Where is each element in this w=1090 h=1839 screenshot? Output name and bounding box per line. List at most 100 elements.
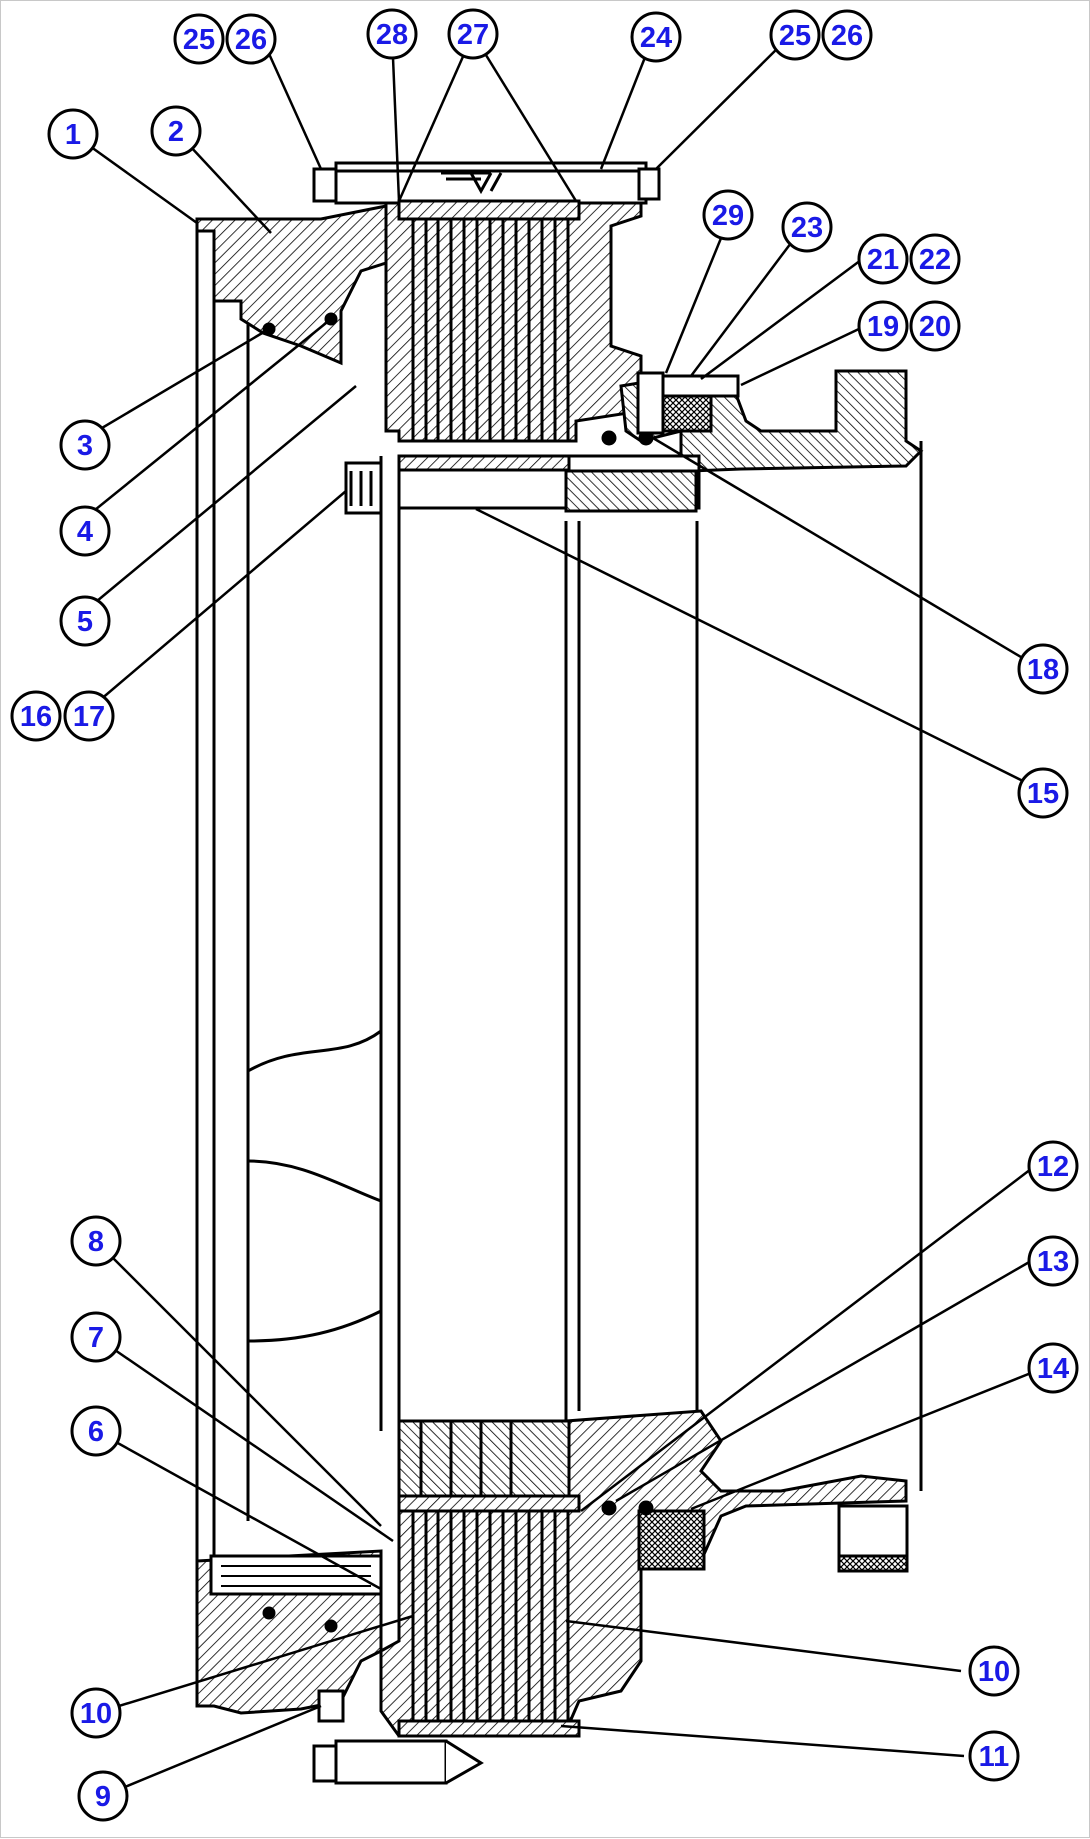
top-left-bolt-head (312, 167, 338, 203)
callout-label: 5 (77, 606, 93, 638)
callout-circle (59, 505, 111, 557)
callout-circle (59, 595, 111, 647)
callout-2: 2 (150, 105, 202, 157)
callout-circle (77, 1770, 129, 1822)
callout-circle (909, 233, 961, 285)
inner-profile-curve (247, 1029, 382, 1343)
callout-label: 2 (168, 116, 184, 148)
callout-4: 4 (59, 505, 111, 557)
callout-label: 3 (77, 430, 93, 462)
callout-circle (173, 13, 225, 65)
callout-label: 1 (65, 119, 81, 151)
callout-circle (70, 1687, 122, 1739)
callout-21: 21 (857, 233, 909, 285)
callout-13: 13 (1027, 1235, 1079, 1287)
callout-1: 1 (47, 108, 99, 160)
callout-circle (10, 690, 62, 742)
callout-circle (1027, 1140, 1079, 1192)
callout-circle (769, 9, 821, 61)
callout-circle (702, 189, 754, 241)
callout-label: 29 (712, 200, 744, 232)
callout-circle (59, 419, 111, 471)
top-right-bolt-head (637, 167, 661, 201)
callout-circle (47, 108, 99, 160)
callout-label: 21 (867, 244, 899, 276)
callout-25: 25 (769, 9, 821, 61)
callout-label: 20 (919, 311, 951, 343)
callout-19: 19 (857, 300, 909, 352)
callout-label: 6 (88, 1416, 104, 1448)
bottom-seal-block (637, 1509, 706, 1571)
callout-label: 25 (183, 24, 215, 56)
callout-circle (70, 1215, 122, 1267)
callout-25: 25 (173, 13, 225, 65)
callout-22: 22 (909, 233, 961, 285)
callout-circle (821, 9, 873, 61)
callout-label: 18 (1027, 654, 1059, 686)
callout-17: 17 (63, 690, 115, 742)
callout-circle (1017, 767, 1069, 819)
callout-28: 28 (366, 8, 418, 60)
bottom-bolt-shank (334, 1739, 448, 1785)
callout-27: 27 (447, 8, 499, 60)
callout-label: 16 (20, 701, 52, 733)
top-left-flange (195, 204, 388, 366)
callout-14: 14 (1027, 1342, 1079, 1394)
assembly-drawing (195, 161, 924, 1785)
top-fitting (636, 371, 665, 435)
callout-label: 27 (457, 19, 489, 51)
callout-26: 26 (225, 13, 277, 65)
drum-outer-lines (195, 223, 923, 1706)
top-bolt-shank (334, 161, 648, 205)
callout-circle (968, 1645, 1020, 1697)
bottom-bolt-head (312, 1744, 338, 1783)
callout-5: 5 (59, 595, 111, 647)
callout-circle (225, 13, 277, 65)
callout-label: 28 (376, 19, 408, 51)
callout-20: 20 (909, 300, 961, 352)
callout-label: 23 (791, 212, 823, 244)
callout-circle (857, 300, 909, 352)
bottom-gear-block (397, 1419, 571, 1498)
top-friction-plates (397, 199, 581, 441)
top-housing (384, 194, 643, 443)
callout-label: 26 (831, 20, 863, 52)
callout-15: 15 (1017, 767, 1069, 819)
callout-label: 11 (979, 1741, 1010, 1773)
callout-circle (909, 300, 961, 352)
callout-circle (968, 1730, 1020, 1782)
callout-label: 4 (77, 516, 93, 548)
callout-label: 10 (80, 1698, 112, 1730)
callout-8: 8 (70, 1215, 122, 1267)
callout-label: 13 (1037, 1246, 1069, 1278)
callout-circle (857, 233, 909, 285)
callout-label: 19 (867, 311, 899, 343)
callout-circle (63, 690, 115, 742)
callout-7: 7 (70, 1311, 122, 1363)
callout-24: 24 (630, 11, 682, 63)
callout-10: 10 (70, 1687, 122, 1739)
callout-label: 15 (1027, 778, 1059, 810)
callout-circle (366, 8, 418, 60)
callout-circle (1027, 1235, 1079, 1287)
callout-23: 23 (781, 201, 833, 253)
callout-6: 6 (70, 1405, 122, 1457)
callout-label: 8 (88, 1226, 104, 1258)
callout-label: 12 (1037, 1151, 1069, 1183)
callout-label: 26 (235, 24, 267, 56)
callout-circle (1027, 1342, 1079, 1394)
callout-circle (781, 201, 833, 253)
callout-label: 17 (73, 701, 105, 733)
callout-circle (447, 8, 499, 60)
callout-11: 11 (968, 1730, 1020, 1782)
callout-circle (630, 11, 682, 63)
callout-label: 14 (1037, 1353, 1069, 1385)
callout-10: 10 (968, 1645, 1020, 1697)
callout-3: 3 (59, 419, 111, 471)
callout-label: 9 (95, 1781, 111, 1813)
callout-16: 16 (10, 690, 62, 742)
callout-circle (1017, 643, 1069, 695)
